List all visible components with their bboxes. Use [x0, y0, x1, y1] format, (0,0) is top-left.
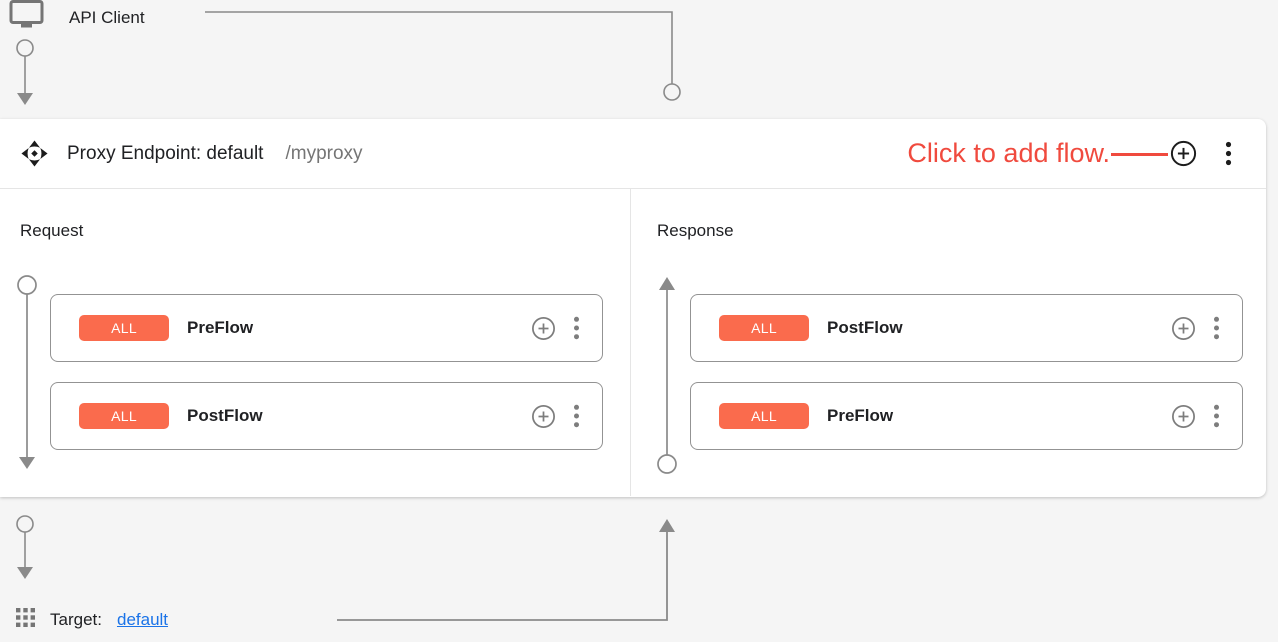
condition-badge: ALL	[79, 403, 169, 429]
flow-menu-button[interactable]	[1213, 316, 1220, 340]
add-policy-button[interactable]	[1170, 403, 1197, 430]
response-column: Response ALL PostFlow	[631, 189, 1266, 496]
flow-card-request-postflow[interactable]: ALL PostFlow	[50, 382, 603, 450]
flow-name: PostFlow	[827, 318, 903, 337]
proxy-endpoint-title: Proxy Endpoint: default	[67, 142, 264, 164]
move-arrows-icon	[20, 139, 49, 168]
proxy-endpoint-panel: Proxy Endpoint: default /myproxy Click t…	[0, 119, 1266, 497]
flow-menu-button[interactable]	[573, 316, 580, 340]
condition-badge: ALL	[719, 315, 809, 341]
request-column: Request ALL PreFlow	[0, 189, 631, 496]
condition-badge: ALL	[79, 315, 169, 341]
endpoint-menu-button[interactable]	[1214, 140, 1242, 168]
flow-card-response-preflow[interactable]: ALL PreFlow	[690, 382, 1243, 450]
target-label: Target:	[50, 610, 102, 629]
proxy-endpoint-header: Proxy Endpoint: default /myproxy Click t…	[0, 119, 1266, 189]
api-client-label: API Client	[69, 8, 145, 27]
flow-menu-button[interactable]	[1213, 404, 1220, 428]
target-row: Target: default	[16, 608, 168, 632]
flow-name: PreFlow	[827, 406, 894, 425]
flow-card-request-preflow[interactable]: ALL PreFlow	[50, 294, 603, 362]
add-policy-button[interactable]	[1170, 315, 1197, 342]
proxy-endpoint-basepath: /myproxy	[285, 142, 363, 164]
monitor-icon	[8, 0, 45, 36]
grid-icon	[16, 608, 35, 632]
request-label: Request	[20, 221, 84, 240]
flow-card-response-postflow[interactable]: ALL PostFlow	[690, 294, 1243, 362]
annotation-pointer-line	[1111, 153, 1168, 156]
target-default-link[interactable]: default	[116, 610, 169, 629]
flow-menu-button[interactable]	[573, 404, 580, 428]
add-policy-button[interactable]	[530, 403, 557, 430]
proxy-endpoint-body: Request ALL PreFlow	[0, 189, 1266, 496]
api-client: API Client	[8, 0, 145, 36]
add-flow-button[interactable]	[1169, 139, 1198, 168]
flow-name: PostFlow	[187, 406, 263, 425]
add-flow-annotation: Click to add flow.	[907, 138, 1110, 168]
condition-badge: ALL	[719, 403, 809, 429]
add-policy-button[interactable]	[530, 315, 557, 342]
flow-name: PreFlow	[187, 318, 254, 337]
response-label: Response	[657, 221, 734, 240]
